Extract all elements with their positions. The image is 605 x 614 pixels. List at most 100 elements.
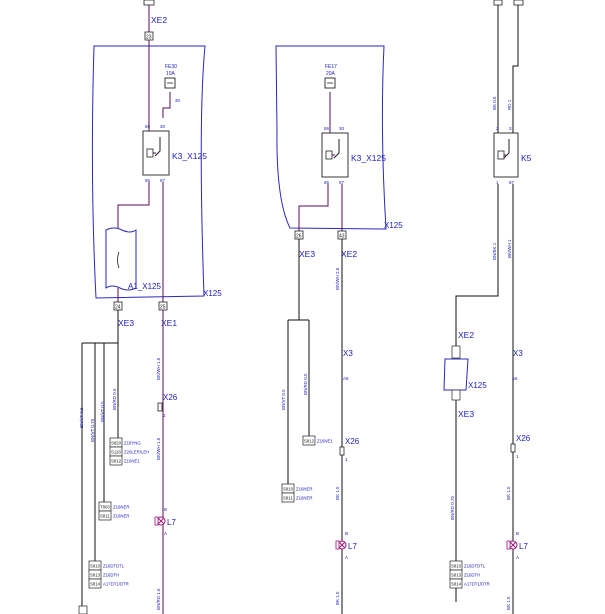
col3-wire-top-label-2: RD 1	[507, 99, 512, 110]
col2-fusebox-outline	[275, 45, 387, 230]
col2-b-splice-id: S810	[283, 487, 294, 492]
col2-xe2-label: XE2	[341, 249, 357, 259]
col2-a-splice-id-box	[302, 435, 316, 446]
col3-relay-pin-bl: 1	[496, 180, 499, 185]
col1-b-splice-id-box	[98, 510, 112, 521]
col2-relay-label: K3_X125	[351, 153, 386, 163]
col2-x26-terminal	[339, 446, 345, 456]
col1-c-splice-id: S810	[90, 564, 101, 569]
col2-xe2-pin: 43	[339, 234, 345, 240]
col1-wire-relay-module	[117, 182, 150, 230]
col3-wire-mid-2: BK/WH 1	[507, 239, 512, 258]
col2-relay-pin-bl: 85	[324, 180, 330, 185]
col1-b-splice-id: T803	[100, 505, 110, 510]
col2-x3-pin: A6	[343, 376, 349, 381]
col3-lamp-label: L7	[519, 542, 528, 551]
col1-lamp-pin-top: B	[164, 507, 167, 512]
col1-relay-pin-tr: 30	[160, 124, 166, 129]
col1-c-splice-name: A17DT1/DTR	[103, 582, 129, 587]
col2-b-splice-id-box	[281, 492, 295, 503]
col2-relay-pin-tl: 86	[324, 126, 330, 131]
col1-c-splice-id: S814	[90, 582, 101, 587]
col1-a-splice-id: S118	[111, 450, 121, 455]
col1-relay-label: K3_X125	[172, 151, 207, 161]
col1-x26-label: X26	[163, 393, 178, 402]
col3-relay-coil	[497, 150, 505, 160]
col3-c-splice-id-box	[449, 578, 463, 589]
col2-relay-contact	[333, 139, 340, 159]
col3-relay-pin-tl: 2	[496, 126, 499, 131]
col3-c-splice-name: Z16DTH	[464, 573, 480, 578]
col2-wire-left-1: BN/VT 0.5	[281, 389, 286, 410]
col2-fuse-rating: 20A	[326, 71, 336, 77]
col3-xe2-pin-box	[451, 345, 461, 359]
col2-a-splice-name: Z16NE1	[317, 439, 333, 444]
col2-wire-right-1: BK/WH 2.5	[335, 267, 340, 290]
col2-b-splice-id: S811	[283, 496, 293, 501]
col1-relay-pin-br: 87	[160, 178, 166, 183]
col2-relay-coil	[325, 150, 333, 160]
col2-wire-relay-xe3	[298, 184, 329, 231]
col3-wire-top-label-1: BK 0.5	[492, 96, 497, 110]
col1-wire-label-3: BN/VT 0.5	[100, 401, 105, 422]
col3-x26-label: X26	[516, 434, 531, 443]
col2-x26-pin: 1	[345, 457, 348, 462]
col2-relay-pin-br: 87	[339, 180, 345, 185]
col3-top-stub-1	[493, 0, 503, 6]
col1-fuse-name: FE30	[165, 64, 177, 70]
col1-x26-pin: 1	[163, 413, 166, 418]
col3-x3-pin: A6	[512, 376, 518, 381]
col1-b-splice-name: Z16NER	[113, 505, 129, 510]
col1-wire-fuse-relay	[162, 92, 171, 118]
col2-wire-left-2: BN/RD 0.5	[303, 373, 308, 395]
col1-box-label: X125	[203, 289, 222, 298]
col1-x26-terminal	[157, 402, 163, 412]
col3-wire-low-1: BN/RD 0.75	[450, 495, 455, 520]
col2-a-splice-id: S812	[304, 439, 315, 444]
col3-wire-mid-1: BN/BK 1	[492, 242, 497, 260]
col1-a-splice-name: Z18YNG	[124, 441, 141, 446]
col1-c-splice-id-box	[88, 578, 102, 589]
col1-c-splice-name: Z16DTH	[103, 573, 119, 578]
col1-relay-pin-tl: 86	[145, 124, 151, 129]
col1-b-splice-name: Z16NER	[113, 514, 129, 519]
col3-wire-low-3: BK 1.5	[506, 596, 511, 610]
col2-b-splice-name: Z16NER	[296, 487, 312, 492]
col3-c-splice-name: A17DT1/DTR	[464, 582, 490, 587]
col3-xe3-pin-box	[451, 389, 461, 401]
col2-b-splice-name: Z16NER	[296, 496, 312, 501]
col2-wire-right-2: BK 1.5	[335, 486, 340, 500]
col1-lamp-cross-b	[157, 517, 165, 525]
col1-wire-label-2: BN/VT 0.75	[90, 418, 95, 442]
col3-lamp-pin-top: B	[516, 531, 519, 536]
col1-xe1-pin: 25	[160, 305, 166, 311]
col1-c-splice-id: S813	[90, 573, 101, 578]
col1-wire-label-1: BN/VT 0.5	[79, 407, 84, 428]
col2-box-label: X125	[384, 221, 403, 230]
col2-relay-pin-tr: 30	[339, 126, 345, 131]
col2-lamp-pin-bot: A	[345, 555, 348, 560]
col1-lamp-pin-bot: A	[164, 531, 167, 536]
col3-top-stub-2	[513, 0, 524, 6]
col1-relay-coil	[146, 148, 154, 158]
col1-a-splice-id: S820	[111, 441, 122, 446]
col1-wire-right-2: BK/WH 1.5	[156, 437, 161, 460]
col1-a-splice-id: S812	[111, 459, 122, 464]
col1-fuse-rating: 10A	[166, 71, 176, 77]
col3-x3-label: X3	[513, 349, 523, 358]
col2-x26-label: X26	[345, 437, 360, 446]
col1-xe3-pin: 24	[115, 305, 121, 311]
col2-fuse-name: FE17	[325, 64, 337, 70]
col1-top-stub	[143, 0, 155, 6]
col3-x26-pin: 1	[516, 454, 519, 459]
col3-c-splice-id: S813	[451, 573, 462, 578]
col3-c-splice-id: S814	[451, 582, 462, 587]
col2-lamp-cross-b	[338, 541, 346, 549]
col3-relay-contact	[503, 139, 510, 159]
col1-module-label: A1_X125	[128, 282, 161, 291]
col1-wire-right-1: BK/WH 1.5	[156, 357, 161, 380]
col3-wire-low-2: BK 1.5	[506, 486, 511, 500]
